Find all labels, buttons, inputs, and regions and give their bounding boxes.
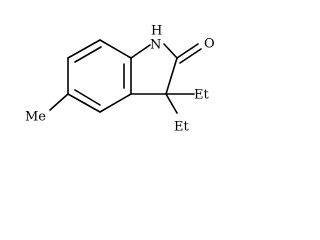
carbonyl-bond-1 [176,43,199,59]
double-bond-inner-c7-c6 [74,46,102,63]
bond-c7-c6 [67,39,101,59]
ethyl-label-lower: Et [174,120,189,135]
bond-c2-c3 [165,57,178,95]
chemical-structure-diagram: H N O Et Et Me [25,24,215,135]
bond-c5-c4 [67,93,101,113]
carbonyl-bond-2 [179,48,202,64]
ethyl-label-right: Et [194,88,209,103]
hydrogen-label: H [151,24,162,39]
bond-c3-ethyl-lower [165,93,178,114]
bond-c5-methyl [49,93,69,111]
bond-c7a-n1 [130,44,151,59]
bond-c4-c3a [99,93,132,113]
methyl-label: Me [25,110,46,125]
double-bond-inner-c5-c4 [74,89,101,106]
bond-c7a-c7 [99,39,132,59]
nitrogen-label: N [150,38,161,53]
bond-n1-c2 [163,43,178,59]
oxygen-label: O [204,37,215,52]
